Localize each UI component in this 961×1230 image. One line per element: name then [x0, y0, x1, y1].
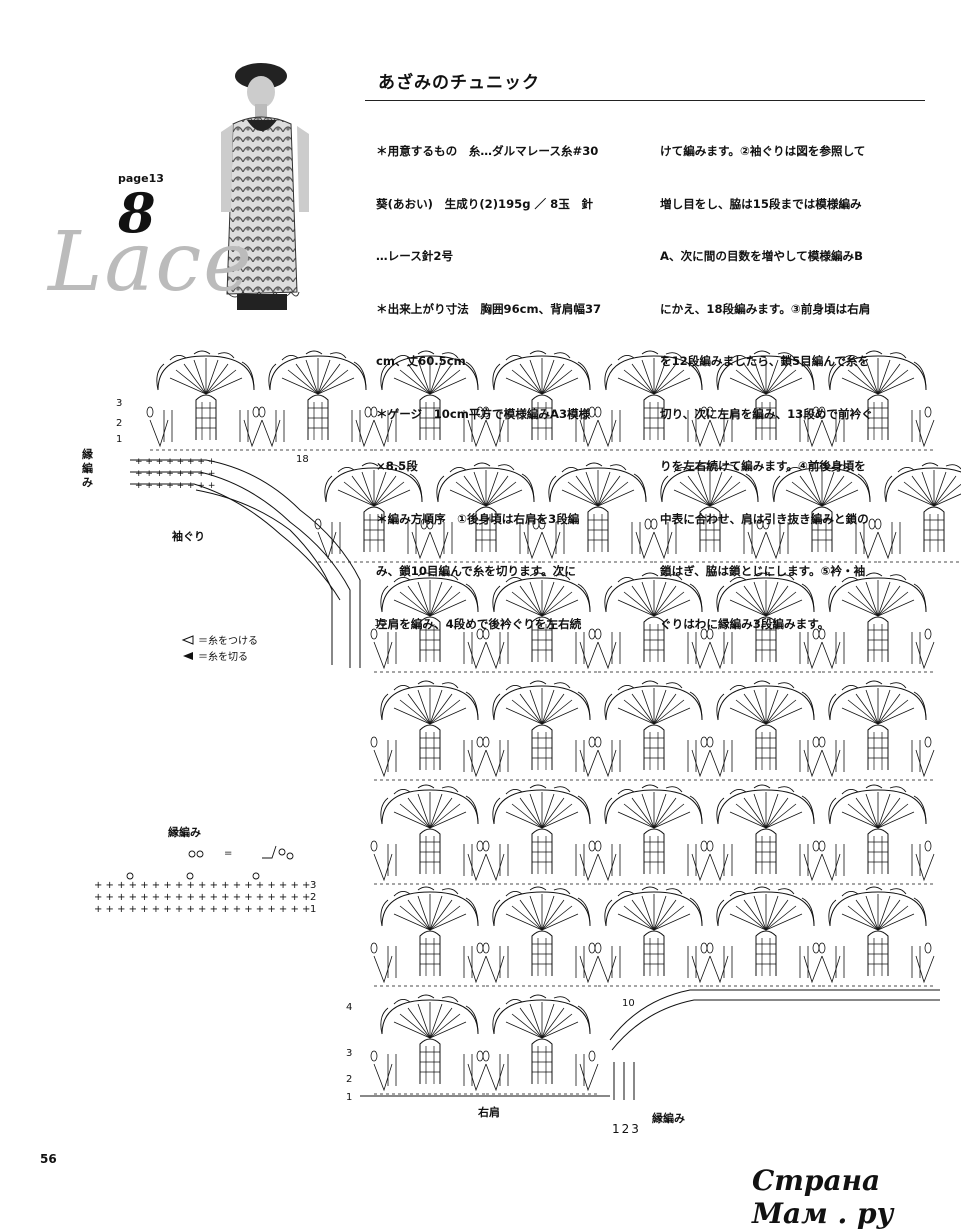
svg-text:+ + + + + + + + + + + + + + +: + + + + + + + + + + + + + + + + + + +: [94, 904, 310, 915]
sample-row-3: 3: [310, 880, 317, 891]
instruction-line: 中表に合わせ、肩は引き抜き編みと鎖の: [660, 511, 869, 526]
row-number-10: 10: [622, 998, 635, 1009]
instruction-line: 増し目をし、脇は15段までは模様編み: [660, 196, 862, 211]
pattern-number: 8: [118, 181, 156, 245]
edging-sample-title: 縁編み: [168, 826, 201, 839]
bottom-row-numbers: 123: [612, 1122, 641, 1136]
armhole-edging: [130, 459, 361, 668]
legend-cut-yarn: ＝糸を切る: [198, 652, 248, 663]
row-number-3: 3: [116, 398, 123, 409]
instruction-line: ＊ゲージ 10cm平方で模様編みA3模様: [376, 406, 591, 421]
instruction-line: ぐりはわに縁編み3段編みます。: [660, 616, 830, 631]
instruction-line: 左肩を編み、4段めで後衿ぐりを左右続: [376, 616, 582, 631]
svg-text:+ + + + + + + + + + + + + + +: + + + + + + + + + + + + + + + + + + +: [94, 880, 310, 891]
page-title: あざみのチュニック: [378, 73, 540, 93]
svg-text:+ + + + + + + +: + + + + + + + +: [135, 469, 215, 479]
row-number-1: 1: [346, 1092, 353, 1103]
row-number-18: 18: [296, 454, 309, 465]
fan-row-5: [370, 784, 935, 885]
instruction-line: A、次に間の目数を増やして模様編みB: [660, 249, 863, 263]
instruction-line: りを左右続けて編みます。④前後身頃を: [660, 459, 866, 473]
instructions-right-column: けて編みます。②袖ぐりは図を参照して 増し目をし、脇は15段までは模様編み A、…: [660, 108, 873, 651]
instruction-line: ＊用意するもの 糸…ダルマレース糸#30: [376, 144, 599, 158]
instruction-line: ＊出来上がり寸法 胸囲96cm、背肩幅37: [376, 301, 602, 316]
fan-row-2: [314, 462, 961, 563]
page-reference: page13: [118, 172, 164, 185]
instruction-line: ＊編み方順序 ①後身頃は右肩を3段編: [376, 511, 580, 526]
equals-sign: =: [224, 848, 233, 859]
fan-row-4: [370, 680, 935, 781]
svg-text:+ + + + + + + +: + + + + + + + +: [135, 457, 215, 467]
page-number: 56: [40, 1152, 57, 1166]
edging-label-armhole: 縁編み: [82, 448, 93, 489]
tunic-photo: [213, 62, 336, 310]
row-number-15: 15: [374, 618, 387, 629]
fan-row-1: [146, 350, 935, 451]
crochet-chart: + + + + + + + + + + + + + + + + + + + + …: [94, 350, 961, 1100]
svg-text:+ + + + + + + +: + + + + + + + +: [135, 481, 215, 491]
row-number-2: 2: [116, 418, 123, 429]
lace-script-word: Lace: [48, 215, 254, 310]
instructions-left-column: ＊用意するもの 糸…ダルマレース糸#30 葵(あおい) 生成り(2)195g ／…: [376, 108, 601, 651]
sample-row-2: 2: [310, 892, 317, 903]
row-number-2: 2: [346, 1074, 353, 1085]
instruction-line: にかえ、18段編みます。③前身頃は右肩: [660, 301, 871, 316]
edging-sample: + + + + + + + + + + + + + + + + + + + + …: [94, 880, 310, 915]
right-shoulder-label: 右肩: [478, 1106, 500, 1119]
fan-row-7: [370, 994, 599, 1095]
armhole-label: 袖ぐり: [172, 530, 205, 543]
instruction-line: 葵(あおい) 生成り(2)195g ／ 8玉 針: [376, 196, 594, 211]
instruction-line: を12段編みましたら、鎖5目編んで糸を: [660, 354, 870, 368]
instruction-line: cm、丈60.5cm: [376, 354, 466, 368]
fan-row-3: [370, 572, 935, 673]
title-rule: [365, 100, 925, 101]
instruction-line: 鎖はぎ、脇は鎖とじにします。⑤衿・袖: [660, 564, 866, 578]
edging-label-shoulder: 縁編み: [652, 1112, 685, 1125]
watermark: Страна Мам . ру: [752, 1164, 894, 1230]
instruction-line: み、鎖10目編んで糸を切ります。次に: [376, 564, 576, 578]
instruction-line: …レース針2号: [376, 249, 454, 263]
row-number-4: 4: [346, 1002, 353, 1013]
sample-row-1: 1: [310, 904, 317, 915]
legend-attach-yarn: ＝糸をつける: [198, 636, 258, 647]
fan-row-6: [370, 886, 935, 987]
instruction-line: けて編みます。②袖ぐりは図を参照して: [660, 144, 866, 158]
svg-text:+ + + + + + + + + + + + + + +: + + + + + + + + + + + + + + + + + + +: [94, 892, 310, 903]
shoulder-edging: [609, 989, 940, 1100]
row-number-3: 3: [346, 1048, 353, 1059]
row-number-1: 1: [116, 434, 123, 445]
